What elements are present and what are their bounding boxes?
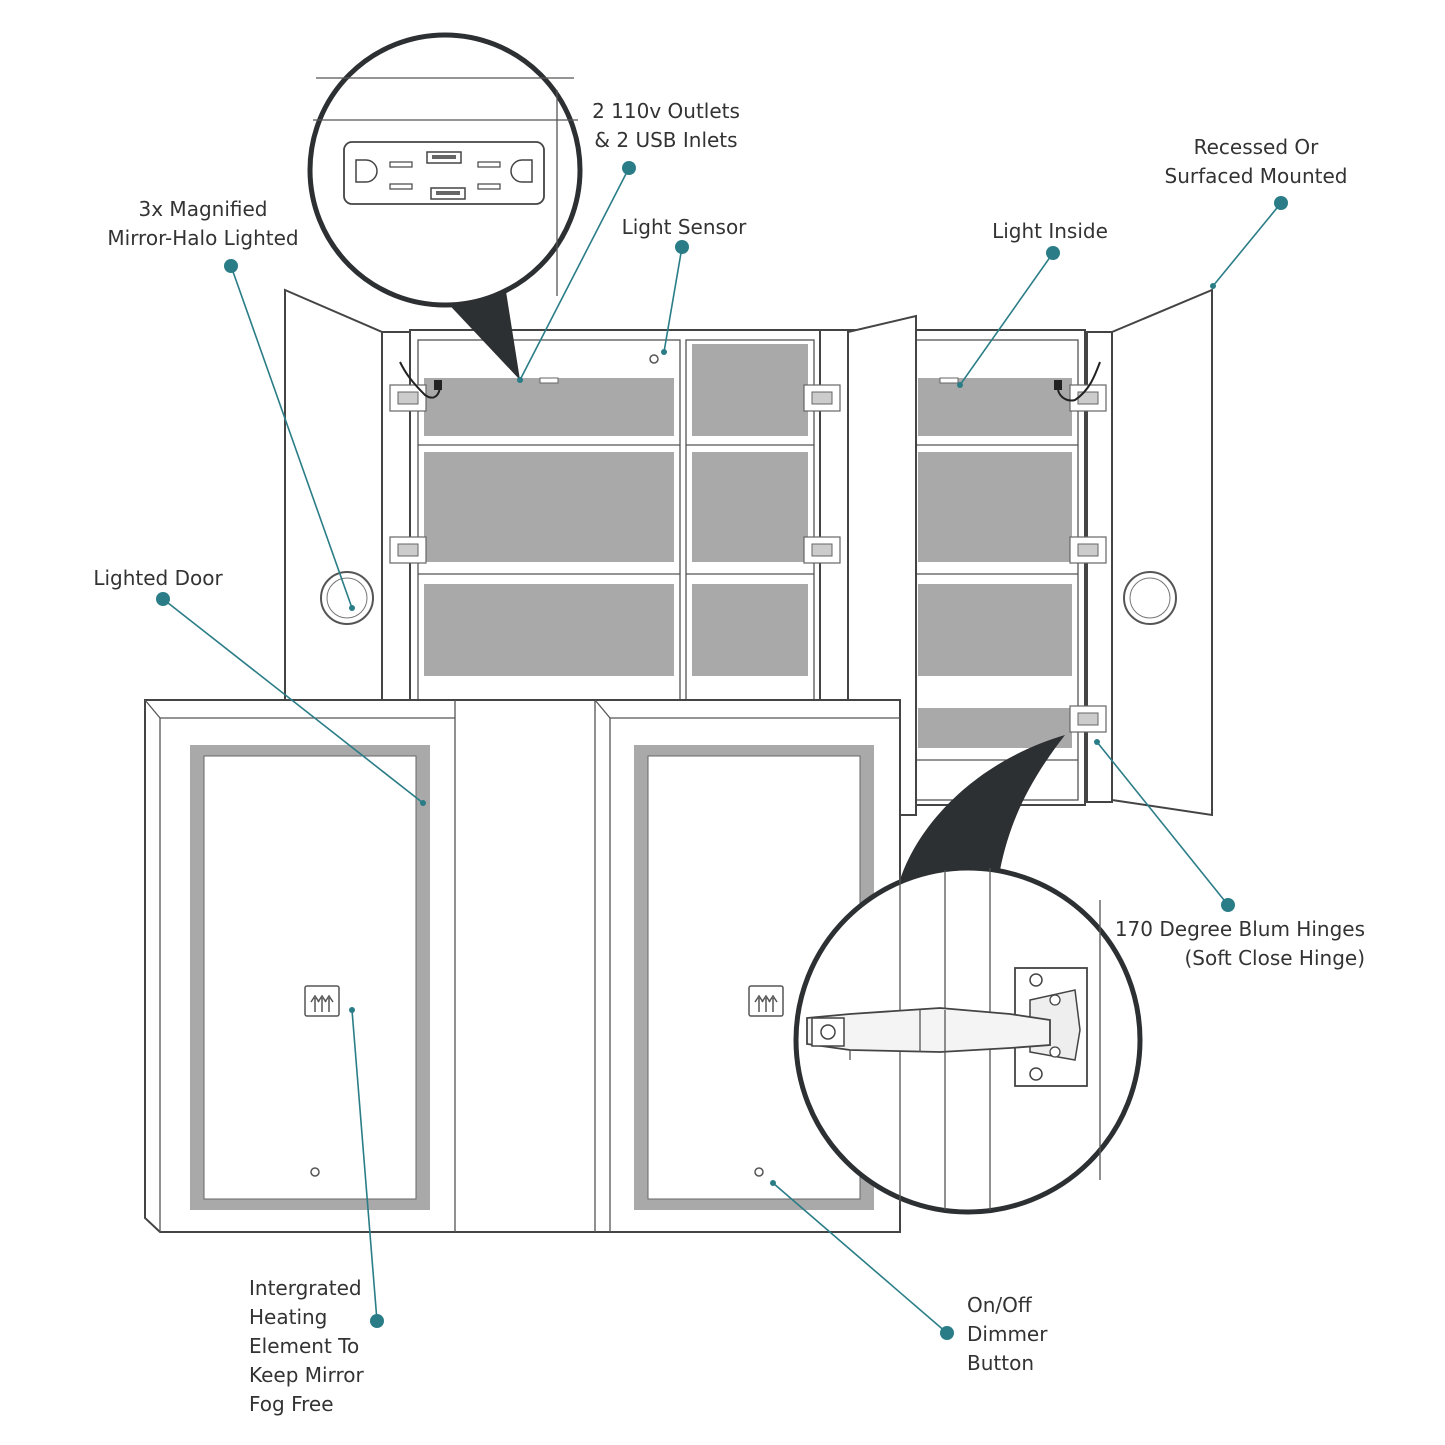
callout-line: Element To [249, 1334, 359, 1358]
callout-line: Lighted Door [93, 566, 223, 590]
round-mirror-icon [320, 571, 374, 625]
hinge-icon [803, 536, 841, 564]
shelf [692, 452, 808, 562]
callout-line: Fog Free [249, 1392, 334, 1416]
usb-port-icon [426, 151, 462, 164]
shelf [424, 452, 674, 562]
callout-sensor: Light Sensor [622, 215, 748, 239]
hinge-icon [1069, 384, 1107, 412]
hinge-icon [803, 384, 841, 412]
left-open-door [284, 288, 383, 701]
callout-line: Dimmer [967, 1322, 1048, 1346]
callout-outlets: 2 110v Outlets & 2 USB Inlets [592, 99, 740, 152]
leader-lines [156, 161, 1288, 1340]
callout-line: 2 110v Outlets [592, 99, 740, 123]
callout-line: Heating [249, 1305, 327, 1329]
right-open-door [1111, 288, 1213, 817]
callout-door: Lighted Door [93, 566, 223, 590]
callout-line: (Soft Close Hinge) [1184, 946, 1365, 970]
defog-heat-icon [748, 985, 784, 1017]
closed-cabinet [144, 699, 901, 1233]
callout-line: Surfaced Mounted [1165, 164, 1348, 188]
open-cabinet [284, 288, 1213, 817]
dimmer-button-icon [310, 1167, 320, 1177]
callout-magnified: 3x Magnified Mirror-Halo Lighted [107, 197, 298, 250]
callout-hinges: 170 Degree Blum Hinges (Soft Close Hinge… [1115, 917, 1365, 970]
usb-port-icon [430, 187, 466, 200]
defog-heat-icon [304, 985, 340, 1017]
hinge-icon [1069, 705, 1107, 733]
callout-inside: Light Inside [992, 219, 1108, 243]
callout-line: & 2 USB Inlets [594, 128, 737, 152]
hinge-icon [1069, 536, 1107, 564]
callout-line: Light Inside [992, 219, 1108, 243]
shelf [692, 344, 808, 436]
outlet-icon [343, 141, 545, 205]
dimmer-button-icon [754, 1167, 764, 1177]
callout-line: Recessed Or [1194, 135, 1320, 159]
callout-line: 3x Magnified [139, 197, 268, 221]
shelf [424, 584, 674, 676]
callout-recessed: Recessed Or Surfaced Mounted [1165, 135, 1348, 188]
round-mirror-icon [1123, 571, 1177, 625]
shelf [918, 378, 1072, 436]
callout-line: Intergrated [249, 1276, 362, 1300]
callout-heating: Intergrated Heating Element To Keep Mirr… [249, 1276, 364, 1416]
hinge-icon [389, 384, 427, 412]
hinge-icon [806, 967, 1088, 1087]
callout-line: On/Off [967, 1293, 1033, 1317]
callout-line: 170 Degree Blum Hinges [1115, 917, 1365, 941]
hinge-magnifier [793, 735, 1143, 1215]
shelf [918, 584, 1072, 676]
callout-line: Button [967, 1351, 1034, 1375]
shelf [692, 584, 808, 676]
callout-line: Mirror-Halo Lighted [107, 226, 298, 250]
callout-line: Keep Mirror [249, 1363, 364, 1387]
shelf [918, 452, 1072, 562]
outlet-magnifier [307, 32, 583, 380]
shelf [424, 378, 674, 436]
callout-dimmer: On/Off Dimmer Button [967, 1293, 1048, 1375]
callout-line: Light Sensor [622, 215, 748, 239]
light-sensor-icon [649, 354, 659, 364]
hinge-icon [389, 536, 427, 564]
